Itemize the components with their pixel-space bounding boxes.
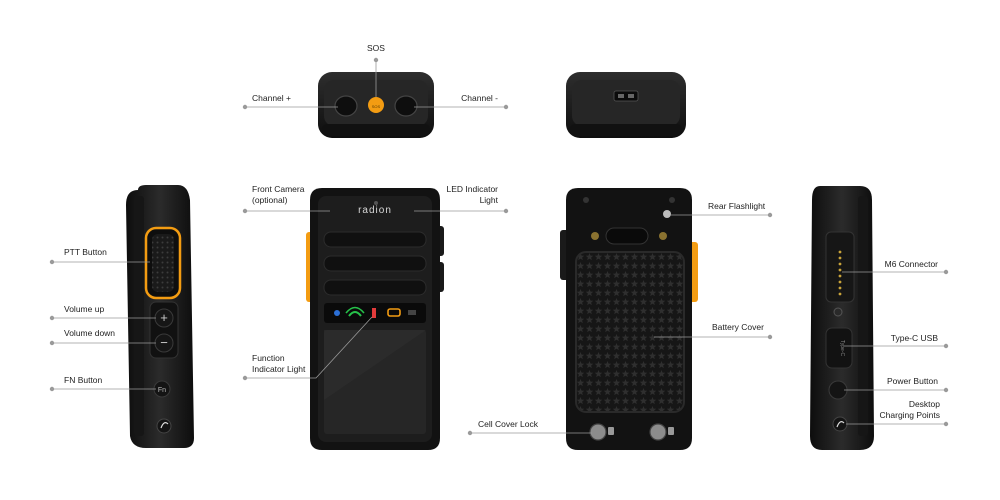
label-channel-minus: Channel - — [461, 93, 498, 103]
battery-cover — [575, 251, 685, 413]
type-c-usb — [825, 327, 853, 369]
leader-lines — [49, 57, 949, 436]
m6-connector — [825, 231, 855, 303]
channel-plus-knob — [334, 95, 358, 117]
cell-cover-lock-right — [649, 423, 667, 441]
top-view — [318, 72, 434, 138]
right-side-view — [810, 186, 874, 450]
label-desktop-charging: Desktop Charging Points — [879, 399, 940, 420]
label-function-indicator: Function Indicator Light — [252, 353, 306, 374]
label-cell-cover-lock: Cell Cover Lock — [478, 419, 538, 429]
label-front-camera: Front Camera (optional) — [252, 184, 305, 205]
label-volume-up: Volume up — [64, 304, 105, 314]
label-ptt-button: PTT Button — [64, 247, 107, 257]
front-camera — [374, 201, 378, 205]
bottom-view — [566, 72, 686, 138]
label-sos: SOS — [367, 43, 385, 53]
brand-logo: radion — [358, 205, 392, 216]
label-fn-button: FN Button — [64, 375, 103, 385]
channel-minus-knob — [394, 95, 418, 117]
label-channel-plus: Channel + — [252, 93, 291, 103]
charging-points — [832, 416, 848, 432]
label-battery-cover: Battery Cover — [712, 322, 764, 332]
label-volume-down: Volume down — [64, 328, 116, 338]
back-view — [560, 188, 698, 450]
cell-cover-lock-left — [589, 423, 607, 441]
volume-down-symbol: − — [160, 335, 168, 350]
label-led-indicator: LED Indicator Light — [446, 184, 499, 205]
rear-flashlight — [663, 210, 671, 218]
label-m6-connector: M6 Connector — [884, 259, 938, 269]
volume-up-symbol: + — [160, 310, 168, 325]
left-side-view — [126, 185, 194, 448]
sos-key — [368, 97, 384, 113]
label-type-c-usb: Type-C USB — [890, 333, 938, 343]
label-rear-flashlight: Rear Flashlight — [708, 201, 766, 211]
front-view — [306, 188, 444, 450]
fn-key-label: Fn — [158, 387, 166, 394]
type-c-port-label: Type-C — [839, 340, 845, 357]
sos-key-label: SOS — [372, 104, 381, 109]
label-power-button: Power Button — [886, 376, 938, 386]
